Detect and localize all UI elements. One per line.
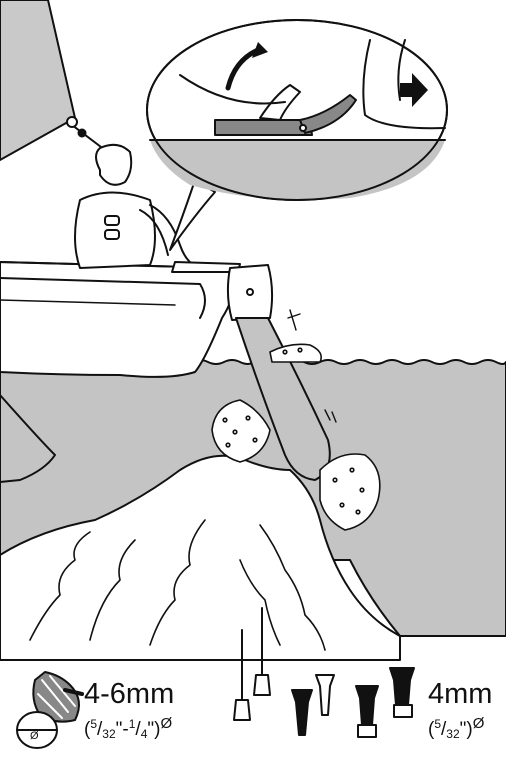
bolt-icon (356, 668, 414, 737)
rope-diameter-metric: 4-6mm (84, 680, 174, 709)
detail-callout (147, 20, 447, 250)
rope-diameter-marker: Ø (30, 731, 39, 742)
sail (0, 0, 105, 160)
screw-icon (292, 675, 334, 735)
screw-diameter-metric: 4mm (428, 680, 492, 709)
diameter-symbol: Ø (160, 715, 172, 732)
rope-diameter-imperial: (5/32"-1/4")Ø (84, 716, 172, 740)
boat-hull (0, 262, 234, 377)
rope-coil-icon (17, 672, 82, 748)
screw-diameter-imperial: (5/32")Ø (428, 716, 506, 740)
